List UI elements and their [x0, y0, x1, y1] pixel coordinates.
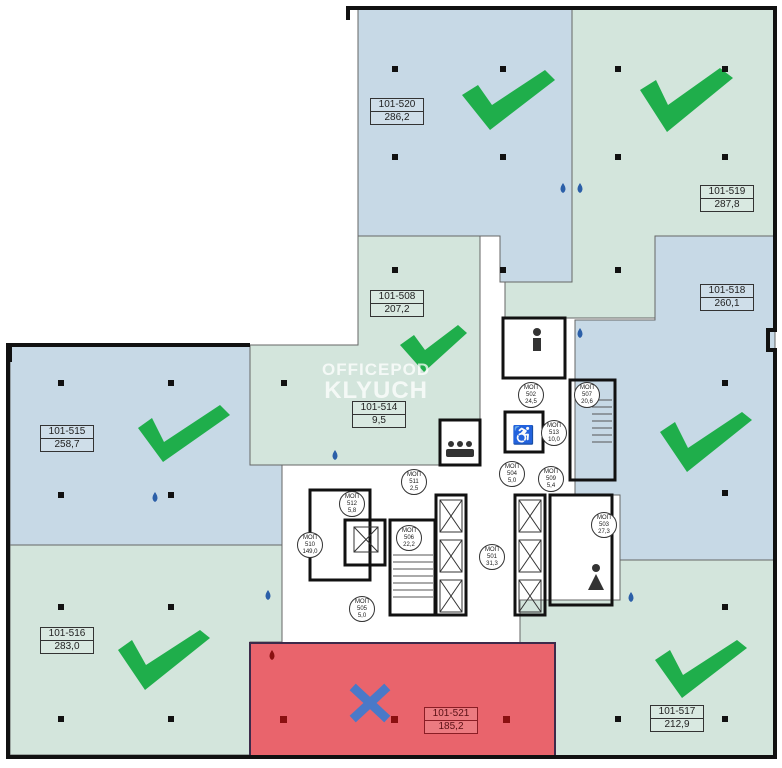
- meeting-room-icon: [446, 441, 474, 457]
- common-area-text: 27,3: [598, 528, 610, 535]
- common-area-text: 149,0: [302, 548, 318, 555]
- common-area-text: МОП: [355, 598, 369, 605]
- common-area-text: 31,3: [486, 560, 498, 567]
- common-area-text: МОП: [505, 463, 519, 470]
- available-checkmarks: [118, 68, 752, 698]
- water-drop-icon: [269, 650, 275, 660]
- room-101-521[interactable]: [249, 642, 556, 758]
- common-area-text: МОП: [407, 471, 421, 478]
- common-area-text: 5,8: [347, 507, 357, 514]
- common-area-text: МОП: [580, 384, 594, 391]
- common-area-text: МОП: [544, 468, 558, 475]
- columns-occupied: [280, 716, 510, 723]
- check-icon: [462, 70, 555, 130]
- common-area-text: 510: [304, 541, 315, 548]
- water-drop-icon: [628, 592, 634, 602]
- common-area-text: 513: [548, 429, 559, 436]
- common-area-text: 503: [598, 521, 609, 528]
- check-icon: [660, 412, 752, 472]
- stairs: [393, 399, 612, 598]
- restroom-male-icon: [533, 328, 541, 351]
- columns: [58, 66, 728, 722]
- water-drop-icon: [577, 328, 583, 338]
- water-drop-icon: [560, 183, 566, 193]
- common-area-text: МОП: [303, 534, 317, 541]
- check-icon: [138, 405, 230, 462]
- common-area-text: 512: [346, 500, 357, 507]
- common-area-text: 5,0: [507, 477, 517, 484]
- check-icon: [400, 325, 467, 372]
- common-area-text: 2,5: [409, 485, 419, 492]
- restroom-female-icon: [588, 564, 604, 590]
- elevators: [353, 499, 542, 613]
- common-area-text: 509: [545, 475, 556, 482]
- common-area-text: МОП: [597, 514, 611, 521]
- common-area-text: 502: [525, 391, 536, 398]
- check-icon: [655, 640, 747, 698]
- common-area-text: 5,4: [546, 482, 556, 489]
- common-area-text: 506: [403, 534, 414, 541]
- common-area-text: 504: [506, 470, 517, 477]
- common-area-text: 24,5: [525, 398, 537, 405]
- watermark: OFFICEPOD KLYUCH: [322, 360, 431, 404]
- common-area-text: 20,6: [581, 398, 593, 405]
- water-drop-icon: [577, 183, 583, 193]
- water-drop-icon: [265, 590, 271, 600]
- common-area-text: 10,0: [548, 436, 560, 443]
- common-area-text: 22,2: [403, 541, 415, 548]
- common-area-text: 505: [356, 605, 367, 612]
- water-drop-icon: [152, 492, 158, 502]
- common-area-text: МОП: [402, 527, 416, 534]
- outer-wall: [6, 6, 777, 759]
- check-icon: [118, 630, 210, 690]
- common-area-text: МОП: [524, 384, 538, 391]
- common-area-text: МОП: [485, 546, 499, 553]
- common-area-text: МОП: [345, 493, 359, 500]
- occupied-cross-icon: [349, 683, 391, 723]
- common-area-text: 511: [409, 478, 419, 485]
- water-drop-icon: [332, 450, 338, 460]
- wheelchair-icon: ♿: [512, 424, 534, 445]
- common-area-text: МОП: [547, 422, 561, 429]
- water-drop-icons: [152, 183, 634, 660]
- common-area-text: 507: [581, 391, 592, 398]
- common-area-text: 501: [486, 553, 497, 560]
- common-area-text: 5,0: [357, 612, 367, 619]
- check-icon: [640, 68, 733, 132]
